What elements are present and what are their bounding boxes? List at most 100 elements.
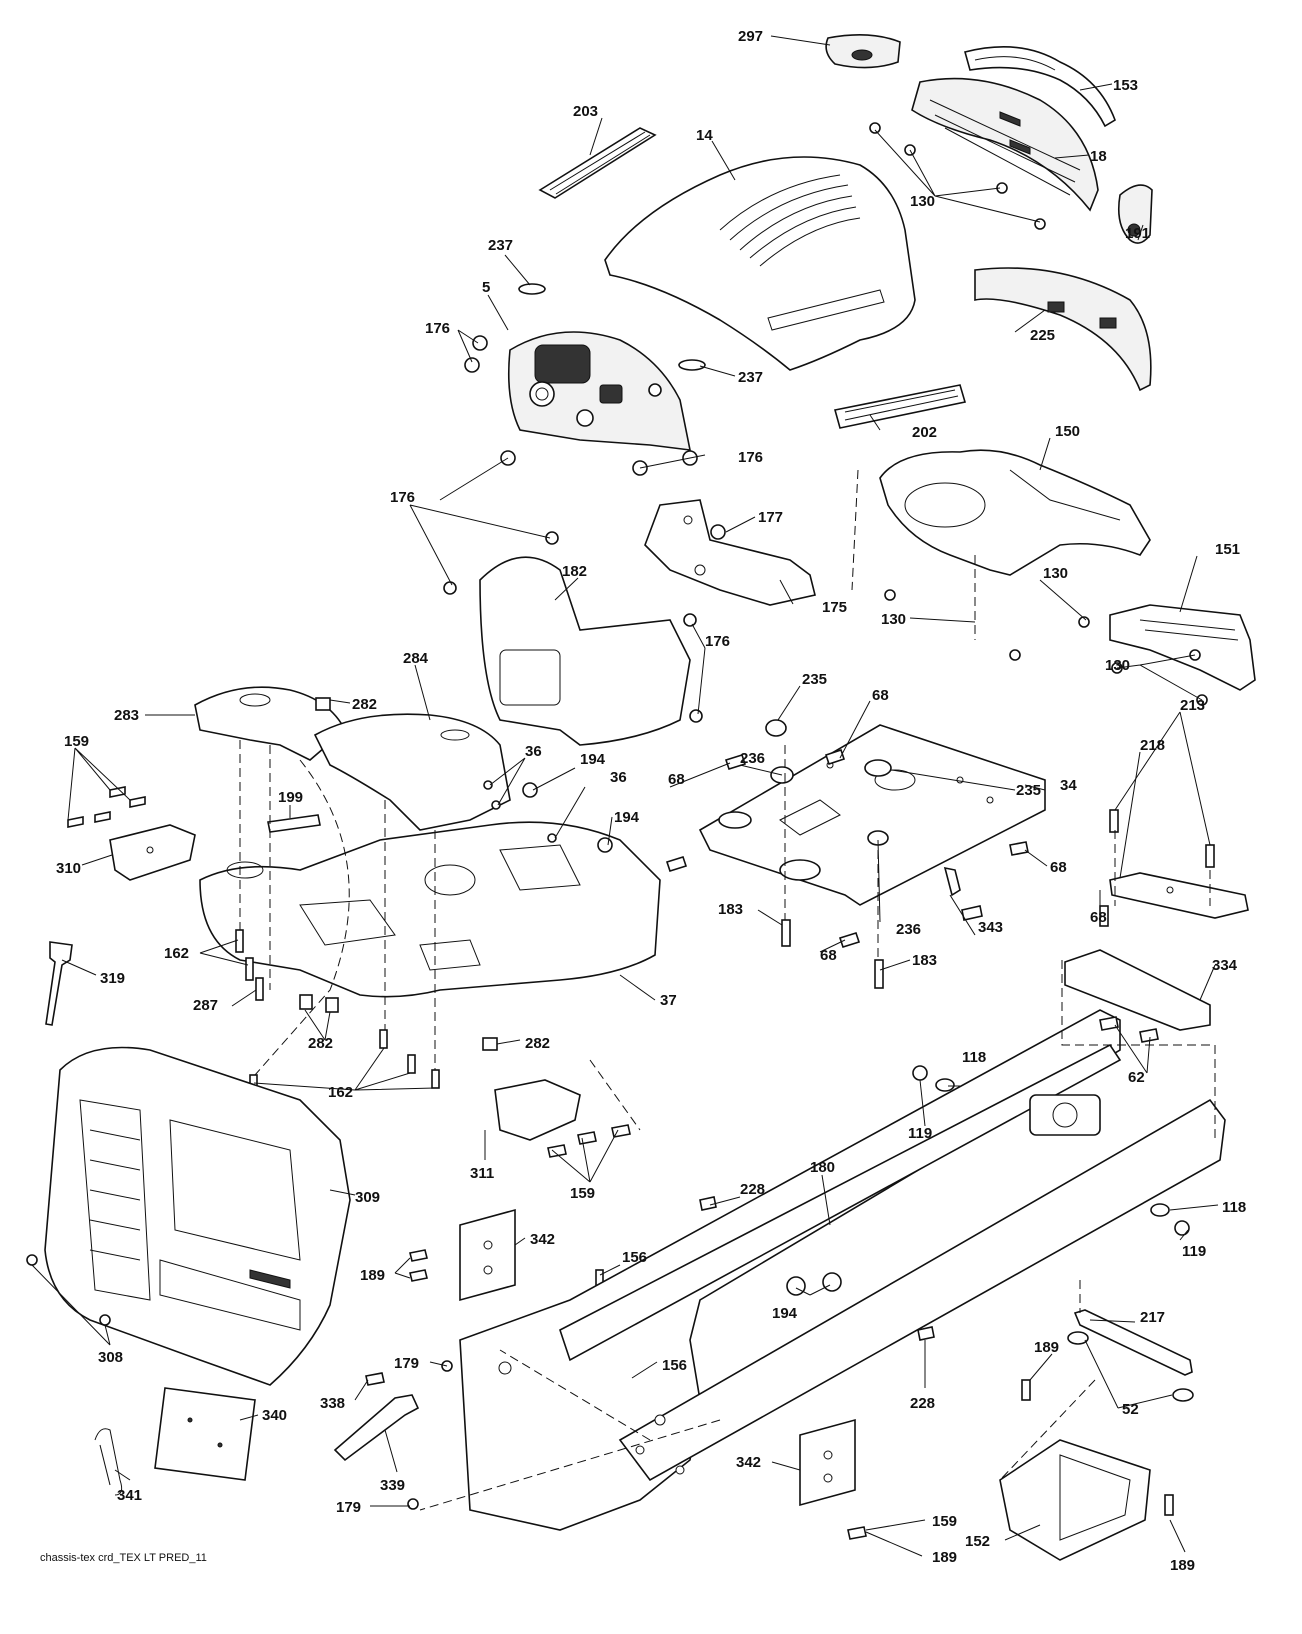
- part-68-bolts: [665, 748, 1109, 948]
- part-342-bracket-a: [459, 1208, 516, 1302]
- part-311-bracket: [494, 1079, 581, 1141]
- label-228-b: 228: [910, 1395, 935, 1412]
- part-179-nuts: [407, 1360, 453, 1510]
- part-177-nut: [710, 524, 726, 540]
- label-194-a: 194: [580, 751, 606, 768]
- label-309: 309: [355, 1189, 380, 1206]
- label-308: 308: [98, 1349, 123, 1366]
- label-180: 180: [810, 1159, 835, 1176]
- part-343-clip: [943, 866, 983, 921]
- label-130-c: 130: [881, 611, 906, 628]
- part-199-latch: [267, 814, 321, 833]
- label-189-b: 189: [1034, 1339, 1059, 1356]
- label-68-d: 68: [1090, 909, 1107, 926]
- label-339: 339: [380, 1477, 405, 1494]
- label-203: 203: [573, 103, 598, 120]
- part-153-trim: [964, 46, 1116, 128]
- label-150: 150: [1055, 423, 1080, 440]
- label-287: 287: [193, 997, 218, 1014]
- label-338: 338: [320, 1395, 345, 1412]
- label-311: 311: [470, 1165, 494, 1182]
- label-228-a: 228: [740, 1181, 765, 1198]
- part-228-pins: [699, 1196, 935, 1341]
- label-162-b: 162: [328, 1084, 353, 1101]
- part-34-engine-plate: [698, 724, 1046, 906]
- diagram-caption: chassis-tex crd_TEX LT PRED_11: [40, 1552, 207, 1564]
- label-68-a: 68: [872, 687, 889, 704]
- label-118-a: 118: [962, 1049, 986, 1066]
- label-34: 34: [1060, 777, 1077, 794]
- label-156-a: 156: [622, 1249, 647, 1266]
- part-309-front-housing: [44, 1046, 351, 1386]
- label-36-a: 36: [525, 743, 542, 760]
- label-194-c: 194: [772, 1305, 798, 1322]
- part-282-clips: [299, 697, 498, 1051]
- part-18-grille: [911, 77, 1099, 212]
- part-37-fender: [199, 821, 661, 998]
- label-199: 199: [278, 789, 303, 806]
- label-189-a: 189: [360, 1267, 385, 1284]
- label-130-b: 130: [1043, 565, 1068, 582]
- label-119-b: 119: [1182, 1243, 1206, 1260]
- label-159-b: 159: [570, 1185, 595, 1202]
- label-52: 52: [1122, 1401, 1139, 1418]
- part-310-bracket: [109, 824, 196, 881]
- label-14: 14: [696, 127, 713, 144]
- label-152: 152: [965, 1533, 990, 1550]
- label-282-c: 282: [525, 1035, 550, 1052]
- label-236-a: 236: [740, 750, 765, 767]
- part-182-lower-dash: [479, 556, 691, 746]
- label-213: 213: [1180, 697, 1205, 714]
- label-183-a: 183: [718, 901, 743, 918]
- label-153: 153: [1113, 77, 1138, 94]
- part-237-decal: [518, 283, 706, 371]
- part-225-lower-grille: [974, 267, 1152, 392]
- part-191-emblem: [1117, 184, 1153, 244]
- label-218: 218: [1140, 737, 1165, 754]
- part-183-bolts: [781, 919, 884, 989]
- part-150-pan: [879, 449, 1151, 576]
- part-202-vent: [833, 384, 967, 429]
- label-118-b: 118: [1222, 1199, 1246, 1216]
- label-235-b: 235: [1016, 782, 1041, 799]
- label-151: 151: [1215, 541, 1240, 558]
- label-342-a: 342: [530, 1231, 555, 1248]
- assembly-lines: [239, 469, 1216, 1511]
- label-340: 340: [262, 1407, 287, 1424]
- part-62-bolts: [1099, 1016, 1159, 1043]
- label-282-b: 282: [308, 1035, 333, 1052]
- label-159-c: 159: [932, 1513, 957, 1530]
- part-297-light-cap: [825, 34, 901, 69]
- label-194-b: 194: [614, 809, 640, 826]
- label-130-a: 130: [910, 193, 935, 210]
- label-237-b: 237: [738, 369, 763, 386]
- label-283: 283: [114, 707, 139, 724]
- part-159-bolts-mid: [547, 1124, 631, 1158]
- label-282-a: 282: [352, 696, 377, 713]
- part-218-bar: [1109, 872, 1249, 919]
- label-341: 341: [117, 1487, 142, 1504]
- part-189-screws: [409, 1249, 1174, 1540]
- label-68-c: 68: [1050, 859, 1067, 876]
- label-36-b: 36: [610, 769, 627, 786]
- part-203-vent: [538, 127, 657, 199]
- part-341-spring: [94, 1428, 123, 1496]
- label-5: 5: [482, 279, 490, 296]
- part-52-bushings: [1067, 1331, 1194, 1402]
- label-189-c: 189: [1170, 1557, 1195, 1574]
- part-36-194-fasteners: [483, 780, 613, 853]
- label-177: 177: [758, 509, 783, 526]
- label-236-b: 236: [896, 921, 921, 938]
- part-334-bracket: [1064, 949, 1211, 1031]
- label-159-a: 159: [64, 733, 89, 750]
- label-334: 334: [1212, 957, 1238, 974]
- part-159-bolts-left: [67, 786, 146, 828]
- label-176-d: 176: [705, 633, 730, 650]
- part-14-hood: [604, 156, 916, 371]
- part-319-rod: [45, 941, 73, 1026]
- part-308-screws: [26, 1254, 111, 1326]
- part-284-cover: [313, 713, 511, 831]
- label-202: 202: [912, 424, 937, 441]
- part-labels: 297 153 203 14 18 130 191 237 5 176 237 …: [56, 28, 1246, 1574]
- label-162-a: 162: [164, 945, 189, 962]
